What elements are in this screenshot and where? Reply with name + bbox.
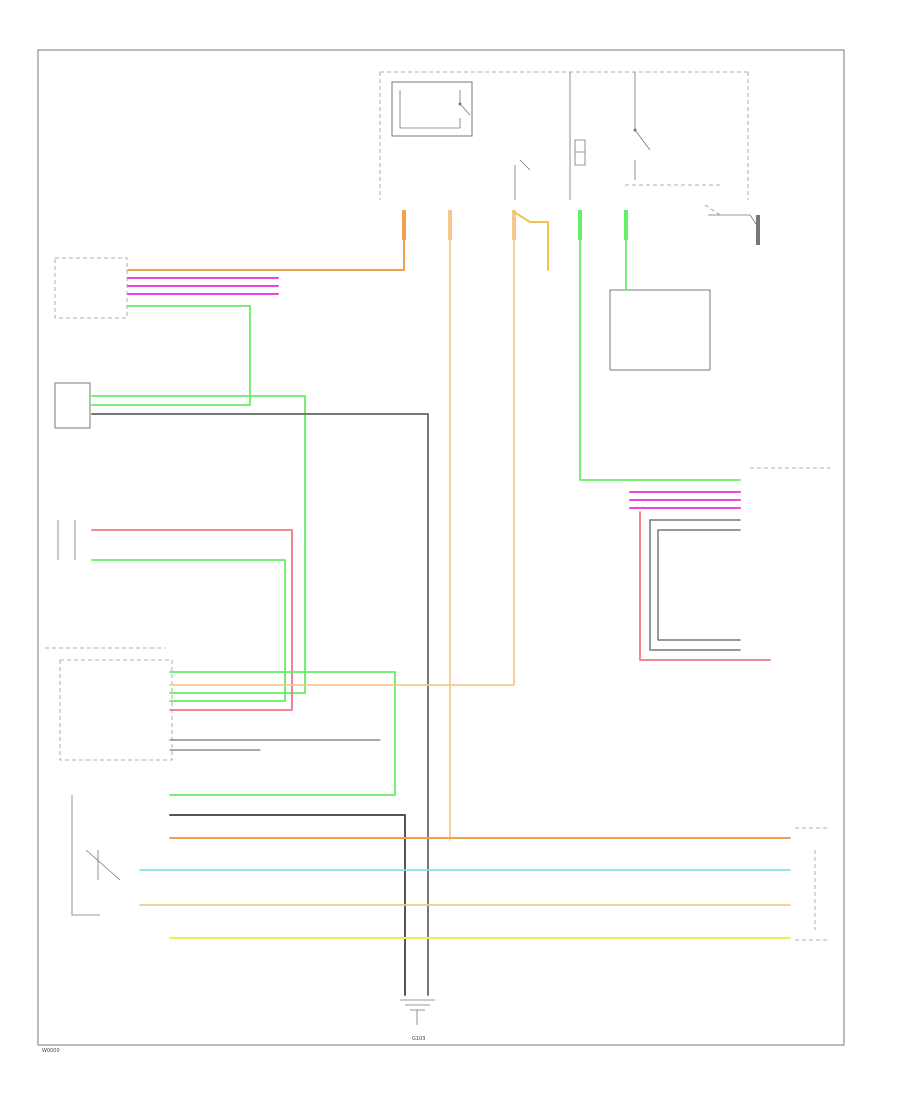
footer-code: W0000 — [42, 1048, 60, 1054]
diagram-frame — [37, 49, 845, 1046]
fuel-pump-relay-box — [609, 289, 711, 371]
underhood-fuse-block — [379, 71, 761, 231]
top-connector-pins — [402, 210, 760, 245]
ground-symbol — [400, 999, 435, 1025]
powertrain-module-box — [59, 659, 173, 761]
wires — [91, 211, 791, 996]
cruise-release-module-outline — [795, 827, 830, 941]
bottom-center-label: G103 — [412, 1036, 425, 1042]
mass-airflow-connector — [57, 520, 76, 560]
body-control-module-box — [54, 257, 128, 319]
cruise-switch-assembly — [71, 795, 121, 916]
ambient-sensor-box — [54, 382, 91, 429]
